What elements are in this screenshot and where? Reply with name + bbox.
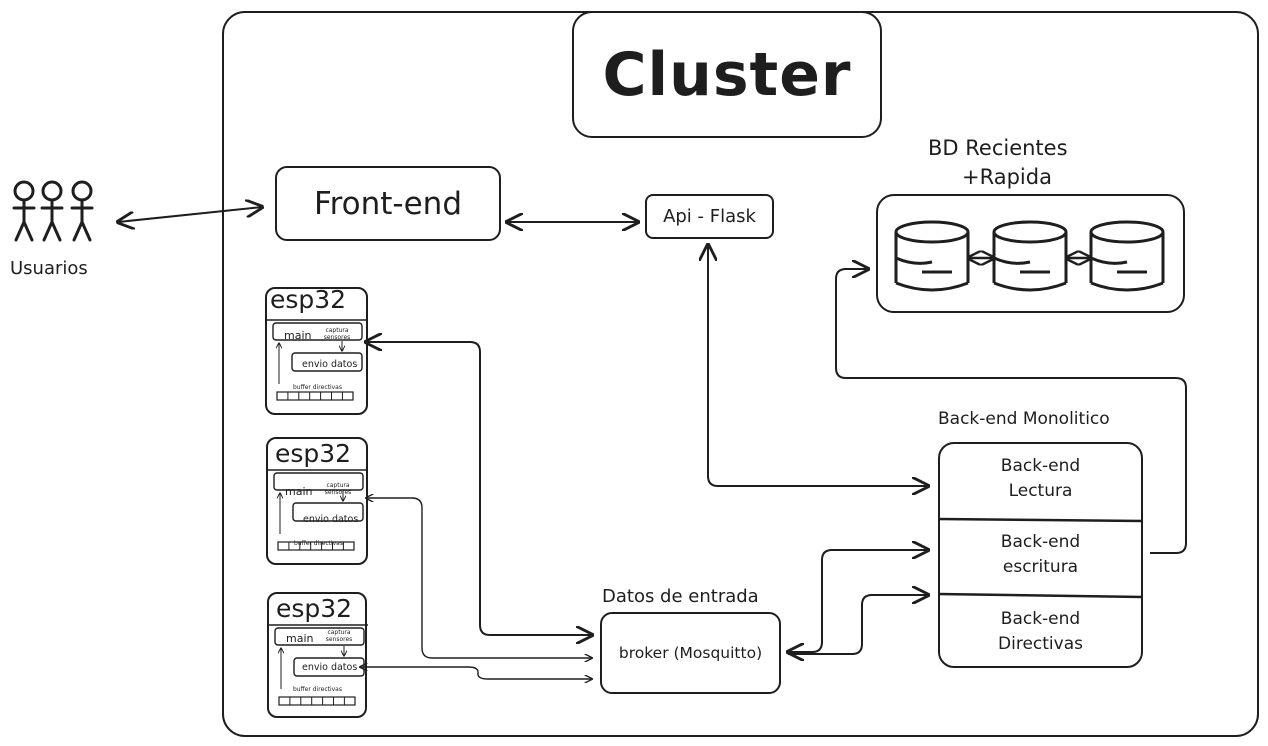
- esp32-send-label: envio datos: [302, 662, 358, 673]
- backend-lectura-line2: Lectura: [1008, 481, 1073, 501]
- esp32-buffer-box: [278, 696, 356, 706]
- arrow-backend-db: [835, 269, 1187, 554]
- backend-directivas-line2: Directivas: [998, 634, 1083, 654]
- api-box: Api - Flask: [645, 194, 774, 239]
- database-icons: [894, 220, 1165, 292]
- backend-box: Back-end Lectura Back-end escritura Back…: [938, 442, 1143, 668]
- backend-lectura-line1: Back-end: [1000, 456, 1081, 476]
- arrow-esp2-broker: [366, 498, 592, 658]
- backend-heading: Back-end Monolitico: [938, 409, 1110, 429]
- esp32-main-box: [273, 472, 364, 491]
- cluster-title: Cluster: [602, 39, 852, 110]
- esp32-device: esp32 main captura sensores envio datos …: [266, 437, 368, 565]
- esp32-main-label: main: [286, 632, 314, 645]
- esp32-buffer-label: buffer directivas: [293, 384, 342, 391]
- esp32-main-note: captura sensores: [324, 482, 352, 496]
- backend-divider-1: [937, 517, 1144, 523]
- database-cylinder: [992, 220, 1068, 292]
- backend-divider-2: [937, 592, 1144, 599]
- esp32-device: esp32 main captura sensores envio datos …: [265, 285, 368, 415]
- esp32-title: esp32: [275, 439, 352, 468]
- broker-label: broker (Mosquitto): [618, 644, 763, 662]
- broker-box: broker (Mosquitto): [600, 612, 781, 694]
- arrow-broker-backend-escritura: [788, 550, 928, 652]
- esp32-main-note: captura sensores: [325, 629, 353, 643]
- esp32-internals: [267, 319, 368, 706]
- arrow-api-backend-lectura: [708, 245, 928, 486]
- esp32-main-label: main: [285, 485, 313, 498]
- frontend-label: Front-end: [314, 185, 462, 222]
- users-label: Usuarios: [10, 258, 88, 279]
- arrow-users-frontend: [118, 207, 262, 222]
- arrow-esp3-broker: [360, 667, 592, 679]
- esp32-buffer-box: [276, 391, 354, 401]
- esp32-title: esp32: [276, 594, 353, 623]
- esp32-send-box: [293, 657, 365, 677]
- broker-heading: Datos de entrada: [602, 586, 759, 607]
- backend-escritura-line2: escritura: [1002, 557, 1079, 577]
- esp32-send-box: [291, 352, 363, 372]
- esp32-main-box: [272, 322, 363, 341]
- cluster-title-box: Cluster: [572, 11, 882, 138]
- backend-directivas-line1: Back-end: [1000, 609, 1081, 629]
- db-title-line1: BD Recientes: [928, 136, 1068, 160]
- esp32-main-note: captura sensores: [323, 327, 351, 341]
- esp32-main-label: main: [284, 329, 312, 342]
- users-icon: [12, 180, 94, 242]
- arrow-broker-backend-directivas: [788, 595, 928, 655]
- db-title-line2: +Rapida: [962, 165, 1052, 189]
- arrow-esp1-broker: [366, 342, 592, 635]
- frontend-box: Front-end: [275, 166, 501, 241]
- db-container: [876, 194, 1185, 313]
- esp32-main-box: [274, 627, 365, 646]
- backend-escritura-line1: Back-end: [1000, 532, 1081, 552]
- esp32-buffer-box: [277, 541, 355, 551]
- esp32-send-label: envio datos: [303, 514, 359, 525]
- esp32-send-label: envio datos: [302, 359, 358, 370]
- esp32-buffer-label: buffer directivas: [294, 540, 343, 547]
- database-cylinder: [894, 220, 970, 292]
- esp32-send-box: [292, 502, 364, 522]
- esp32-title: esp32: [270, 285, 347, 314]
- api-label: Api - Flask: [663, 206, 756, 227]
- esp32-buffer-label: buffer directivas: [293, 686, 342, 693]
- esp32-device: esp32 main captura sensores envio datos …: [267, 592, 367, 718]
